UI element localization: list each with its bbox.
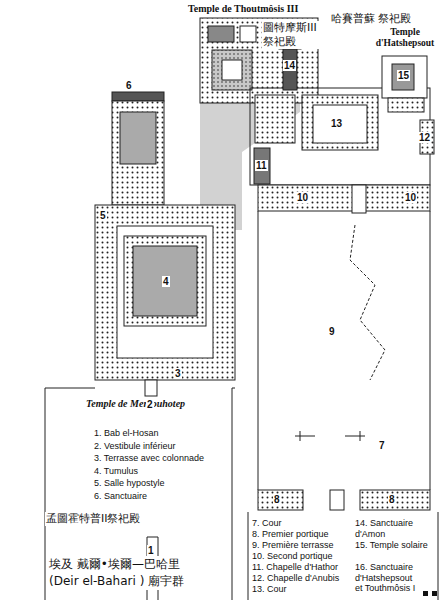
- callout-number: 9: [328, 326, 336, 337]
- legend-entry: 8. Premier portique: [252, 529, 329, 540]
- callout-number: 3: [174, 368, 182, 379]
- callout-number: 15: [397, 70, 410, 81]
- solar-temple: [382, 56, 427, 98]
- callout-number: 8: [273, 494, 281, 505]
- legend-entry: 10. Second portique: [252, 551, 333, 562]
- callout-number: 12: [418, 132, 431, 143]
- chinese-label: 孟圖霍特普II祭祀殿: [45, 512, 142, 526]
- callout-number: 5: [99, 210, 107, 221]
- legend-entry: 3. Terrasse avec colonnade: [94, 453, 204, 464]
- callout-number: 6: [125, 80, 133, 91]
- path-trace: [350, 225, 385, 380]
- callout-number: 14: [283, 60, 296, 71]
- small-marks: [295, 431, 365, 441]
- first-portico: [360, 490, 430, 510]
- callout-number: 11: [255, 160, 268, 171]
- court-wall: [248, 512, 438, 600]
- legend-entry: 16. Sanctuaire d'Hatshepsout et Touthmôs…: [355, 562, 421, 594]
- upper-court: [302, 95, 378, 150]
- upper-ramp: [352, 185, 366, 213]
- legend-entry: 14. Sanctuaire d'Amon: [355, 518, 437, 539]
- callout-number: 13: [330, 118, 343, 129]
- callout-number: 10: [296, 192, 309, 203]
- enclosure-wall: [45, 388, 235, 600]
- colonnade-terrace: [95, 205, 235, 380]
- terrace-wall: [258, 211, 430, 490]
- plan-shape: [240, 26, 256, 42]
- hathor-chapel: [254, 148, 270, 184]
- callout-number: 1: [147, 545, 155, 556]
- chinese-caption: 埃及 戴爾•埃爾—巴哈里 (Deir el-Bahari ) 廟宇群: [48, 556, 202, 590]
- legend-entry: 13. Cour: [252, 584, 287, 595]
- callout-number: 7: [378, 440, 386, 451]
- legend-entry: 2. Vestibule inférieur: [94, 441, 176, 452]
- plan-shape: [222, 60, 242, 80]
- legend-entry: 11. Chapelle d'Hathor: [252, 562, 338, 573]
- first-portico: [258, 490, 303, 510]
- plan-shape: [388, 98, 424, 112]
- plan-shape: [124, 236, 206, 326]
- legend-entry: 6. Sanctuaire: [94, 491, 147, 502]
- legend-entry: 5. Salle hypostyle: [94, 478, 165, 489]
- amon-sanctuary: [283, 48, 297, 90]
- plan-shape: [120, 112, 156, 164]
- plan-shape: [208, 26, 234, 42]
- legend-entry: 15. Temple solaire: [355, 540, 437, 551]
- temple-title: Temple de Mentouhotep: [86, 398, 185, 410]
- temple-title: Temple de Thoutmôsis III: [188, 3, 298, 15]
- hypostyle-hall: [112, 101, 164, 205]
- pylon-base: [423, 591, 428, 596]
- plan-shape: [45, 18, 438, 600]
- chinese-label: 圖特摩斯III 祭祀殿: [262, 21, 330, 49]
- plan-shape: [313, 105, 367, 143]
- plan-shape: [117, 226, 213, 358]
- temple-title: Temple d'Hatshepsout: [370, 27, 440, 49]
- legend-entry: 9. Première terrasse: [252, 540, 334, 551]
- plan-shape: [392, 64, 414, 90]
- chinese-label: 哈賽普蘇 祭祀殿: [330, 12, 413, 26]
- callout-number: 10: [404, 192, 417, 203]
- lower-ramp: [330, 490, 344, 510]
- upper-terrace: [250, 88, 430, 185]
- plan-shape: [212, 50, 252, 90]
- tumulus: [133, 246, 197, 316]
- vestibule: [145, 380, 157, 396]
- pylon-base: [432, 591, 437, 596]
- sanctuary: [112, 92, 164, 101]
- callout-number: 8: [388, 494, 396, 505]
- callout-number: 4: [162, 276, 170, 287]
- legend-entry: 7. Cour: [252, 518, 282, 529]
- second-portico: [258, 185, 430, 211]
- legend-entry: 1. Bab el-Hosan: [94, 428, 159, 439]
- legend-entry: 12. Chapelle d'Anubis: [252, 573, 339, 584]
- callout-number: 2: [146, 399, 154, 410]
- plan-shape: [255, 95, 295, 143]
- legend-entry: 4. Tumulus: [94, 466, 138, 477]
